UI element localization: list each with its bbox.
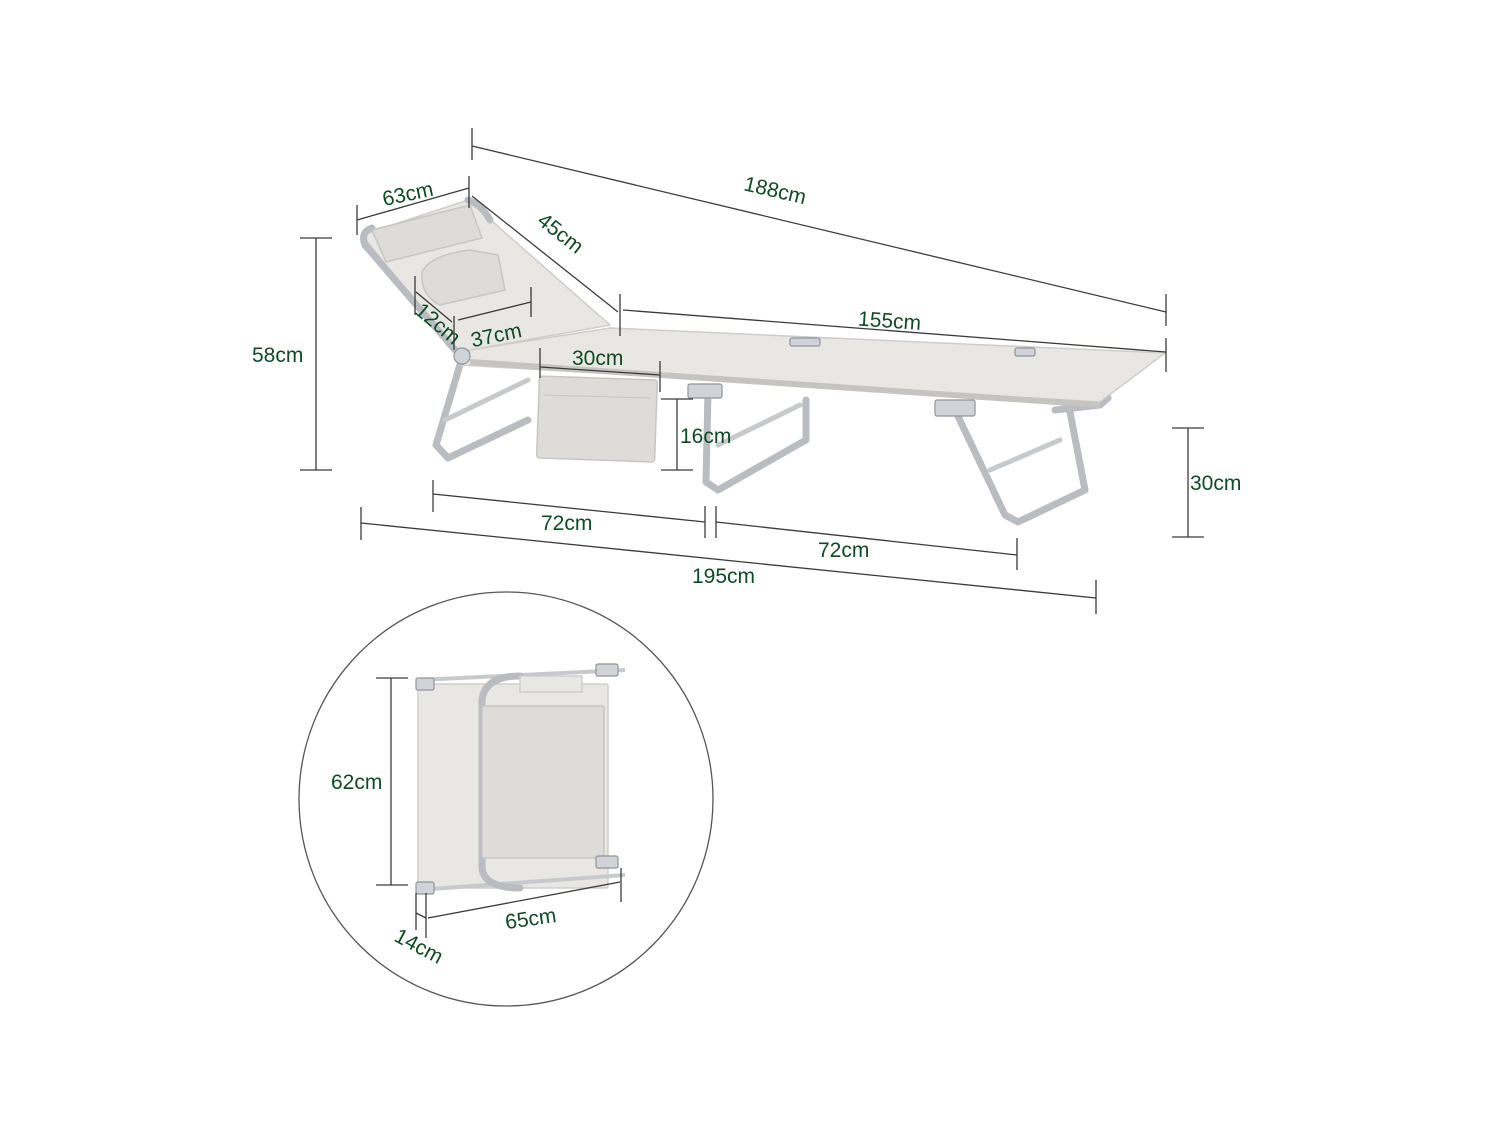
label-30cm-height: 30cm bbox=[1190, 472, 1241, 495]
lounger-illustration bbox=[360, 196, 1168, 526]
folded-view-inset bbox=[298, 591, 714, 1007]
dimension-lines bbox=[300, 128, 1204, 614]
label-63cm: 63cm bbox=[380, 178, 435, 211]
label-16cm: 16cm bbox=[680, 425, 731, 448]
label-65cm: 65cm bbox=[504, 904, 558, 934]
label-72cm-left: 72cm bbox=[541, 512, 592, 535]
label-72cm-right: 72cm bbox=[818, 539, 869, 562]
label-195cm: 195cm bbox=[692, 565, 755, 588]
label-58cm: 58cm bbox=[252, 344, 303, 367]
label-62cm: 62cm bbox=[331, 771, 382, 794]
label-14cm: 14cm bbox=[391, 924, 447, 968]
label-30cm-pocket: 30cm bbox=[572, 347, 623, 370]
label-188cm: 188cm bbox=[742, 173, 809, 210]
label-155cm: 155cm bbox=[857, 308, 921, 335]
